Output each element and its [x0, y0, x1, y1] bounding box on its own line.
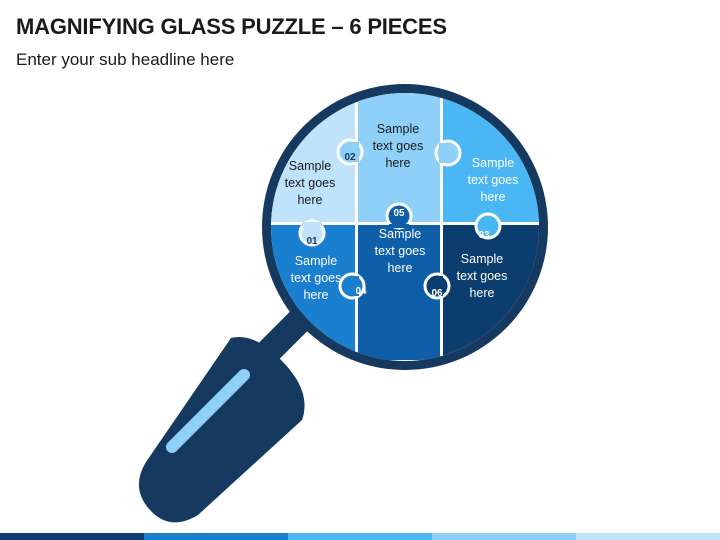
handle-highlight	[166, 369, 250, 453]
piece-05-number: 05	[393, 208, 405, 219]
piece-06-number: 06	[431, 288, 443, 299]
piece-04-number: 04	[355, 286, 367, 297]
knob-01	[298, 219, 326, 247]
piece-01-number: 01	[306, 236, 318, 247]
puzzle-piece-02	[358, 93, 440, 222]
piece-03-number: 03	[478, 230, 490, 241]
bottom-accent-bar	[0, 533, 720, 540]
piece-02-number: 02	[344, 152, 356, 163]
page-title: MAGNIFYING GLASS PUZZLE – 6 PIECES	[16, 14, 447, 39]
puzzle-seams	[271, 93, 539, 361]
page-subtitle: Enter your sub headline here	[16, 50, 235, 69]
handle-grip	[138, 337, 305, 523]
handle	[138, 297, 323, 523]
